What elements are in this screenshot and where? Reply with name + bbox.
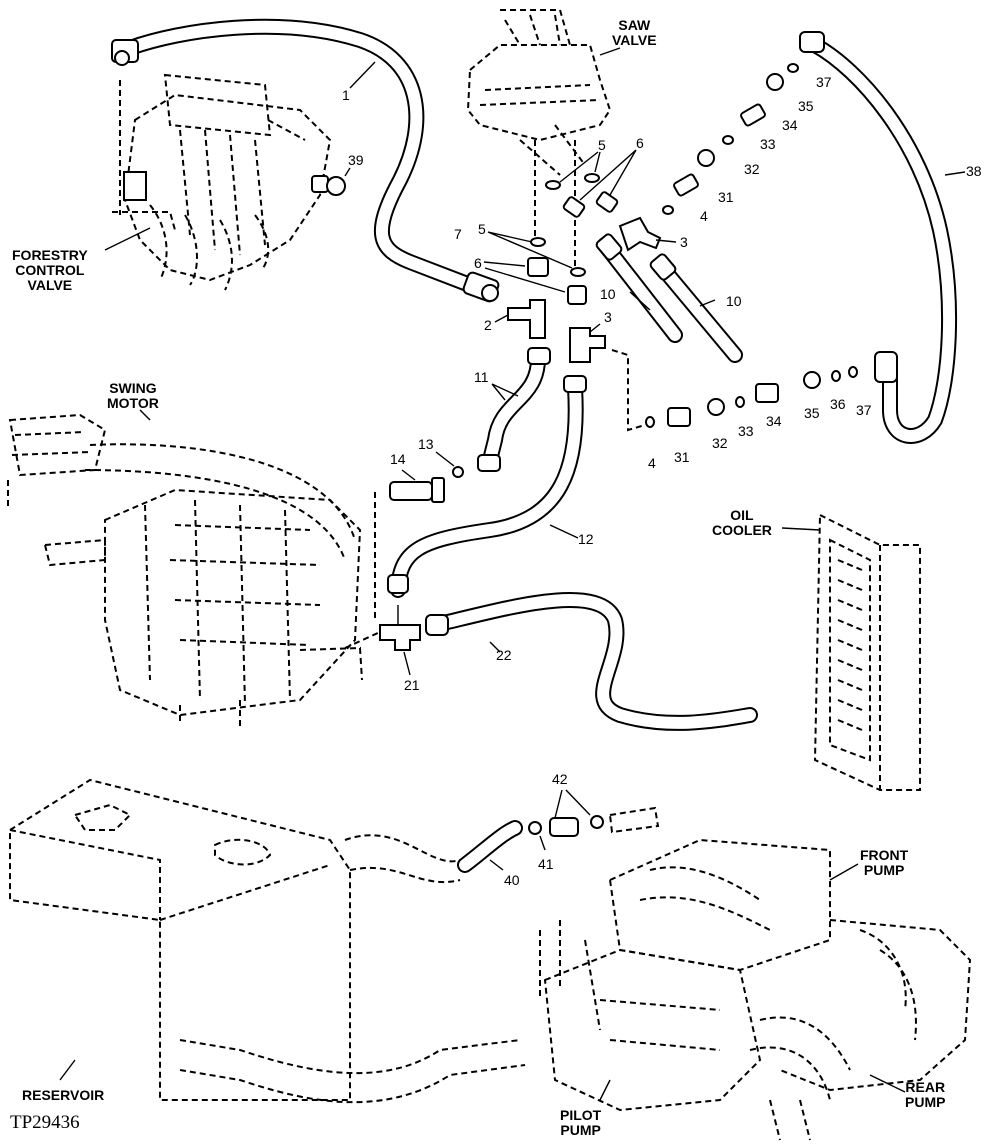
callout-22: 22	[496, 647, 512, 663]
hose-12	[387, 375, 587, 598]
callout-4: 4	[648, 455, 656, 471]
fittings-center	[483, 149, 677, 363]
hose-38	[799, 31, 966, 444]
forestry-control-valve-drawing	[104, 73, 332, 291]
hose-11	[477, 347, 551, 472]
callout-42: 42	[552, 771, 568, 787]
callout-12: 12	[578, 531, 594, 547]
oil-cooler-drawing	[781, 513, 921, 791]
callout-31: 31	[718, 189, 734, 205]
callout-21: 21	[404, 677, 420, 693]
callout-39: 39	[348, 152, 364, 168]
callout-13: 13	[418, 436, 434, 452]
callout-31: 31	[674, 449, 690, 465]
reservoir-drawing	[9, 778, 526, 1104]
callout-2: 2	[484, 317, 492, 333]
fitting-14-group	[374, 451, 464, 620]
callout-35: 35	[798, 98, 814, 114]
callout-33: 33	[760, 136, 776, 152]
callout-41: 41	[538, 856, 554, 872]
callout-4: 4	[700, 208, 708, 224]
pump-assembly-drawing	[539, 838, 972, 1141]
callout-6: 6	[636, 135, 644, 151]
callout-7: 7	[454, 226, 462, 242]
callout-32: 32	[744, 161, 760, 177]
swing-motor-drawing	[7, 409, 356, 561]
callout-3: 3	[680, 234, 688, 250]
callout-37: 37	[816, 74, 832, 90]
callout-6: 6	[474, 255, 482, 271]
plug-39	[311, 167, 351, 196]
callout-10: 10	[726, 293, 742, 309]
callout-36: 36	[830, 396, 846, 412]
callout-37: 37	[856, 402, 872, 418]
callout-3: 3	[604, 309, 612, 325]
callout-34: 34	[766, 413, 782, 429]
fitting-stack-lower	[611, 349, 858, 432]
callout-38: 38	[966, 163, 982, 179]
callout-5: 5	[478, 221, 486, 237]
callout-32: 32	[712, 435, 728, 451]
callout-14: 14	[390, 451, 406, 467]
o-ring-group	[487, 151, 601, 277]
callout-34: 34	[782, 117, 798, 133]
tee-21-hose-22	[344, 592, 758, 731]
callout-40: 40	[504, 872, 520, 888]
callout-35: 35	[804, 405, 820, 421]
hose-40-group	[457, 789, 660, 873]
figure-id: TP29436	[10, 1112, 80, 1133]
hose-1	[111, 18, 500, 303]
label-reservoir: RESERVOIR	[22, 1087, 105, 1103]
callout-33: 33	[738, 423, 754, 439]
hose-10-pair	[595, 233, 743, 363]
callout-10: 10	[600, 286, 616, 302]
fitting-stack-upper	[662, 63, 799, 215]
callout-5: 5	[598, 137, 606, 153]
callout-1: 1	[342, 87, 350, 103]
main-control-valve-drawing	[43, 488, 363, 730]
callout-11: 11	[474, 369, 489, 385]
